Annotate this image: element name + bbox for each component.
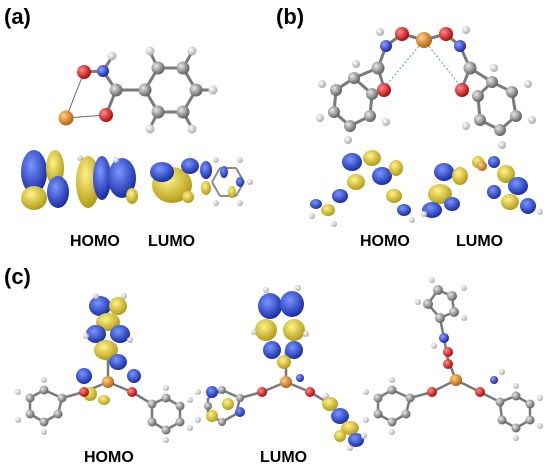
lumo-orbital-c	[195, 285, 367, 451]
hydrogen-atom	[145, 46, 155, 56]
carbon-atom	[151, 61, 165, 75]
homo-orbital-b	[309, 150, 415, 227]
panel-a-label: (a)	[4, 4, 31, 29]
panel-c: (c)	[4, 264, 543, 466]
lumo-orbital-a	[150, 157, 253, 206]
metal-atom	[58, 110, 74, 126]
chelate-ring	[65, 71, 107, 119]
hydrogen-atom	[187, 124, 197, 134]
homo-label-b: HOMO	[360, 233, 410, 250]
hydrogen-atom	[187, 46, 197, 56]
complex-structure-c	[363, 277, 543, 441]
lumo-label-a: LUMO	[148, 233, 195, 250]
homo-label-c: HOMO	[84, 449, 134, 466]
panel-b-label: (b)	[276, 4, 304, 29]
molecule-a-structure	[58, 46, 218, 134]
carbon-atom	[176, 105, 190, 119]
carbon-atom	[151, 105, 165, 119]
lumo-orbital-b	[421, 156, 543, 218]
panel-b: (b)	[276, 4, 543, 250]
lumo-label-c: LUMO	[260, 449, 307, 466]
carbon-atom	[109, 83, 123, 97]
panel-a: (a)	[4, 4, 253, 250]
homo-orbital-c	[15, 293, 193, 443]
carbon-atom	[176, 61, 190, 75]
molecule-b-structure	[316, 26, 536, 149]
carbon-atom	[138, 83, 152, 97]
hydrogen-atom	[208, 85, 218, 95]
lumo-label-b: LUMO	[456, 233, 503, 250]
panel-c-label: (c)	[4, 264, 31, 289]
hydrogen-atom	[145, 124, 155, 134]
oxygen-atom	[77, 65, 91, 79]
oxygen-atom	[99, 108, 113, 122]
homo-orbital-a	[21, 150, 138, 210]
carbon-atom	[189, 83, 203, 97]
hydrogen-atom	[107, 51, 117, 61]
homo-label-a: HOMO	[70, 233, 120, 250]
nitrogen-atom	[97, 65, 109, 77]
